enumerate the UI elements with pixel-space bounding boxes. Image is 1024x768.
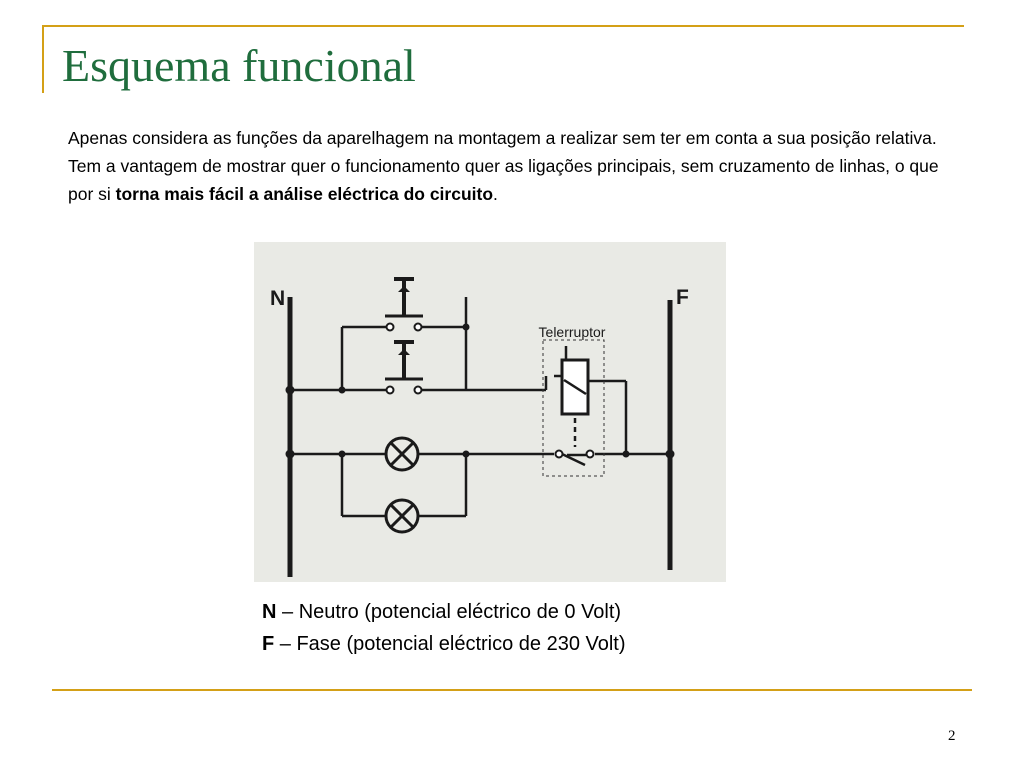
push-button-1 [385, 277, 423, 332]
body-end-text: . [493, 184, 498, 204]
legend-key: F [262, 633, 275, 655]
legend: N – Neutro (potencial eléctrico de 0 Vol… [262, 596, 626, 660]
relay-contact [554, 449, 595, 467]
circuit-wires [290, 297, 670, 518]
slide-title: Esquema funcional [62, 40, 416, 91]
legend-item-phase: F – Fase (potencial eléctrico de 230 Vol… [262, 628, 626, 660]
relay-label: Telerruptor [539, 324, 606, 340]
body-plain-text: Apenas considera as funções da aparelhag… [68, 128, 939, 204]
circuit-diagram: N F [254, 242, 726, 582]
page-number: 2 [948, 728, 956, 744]
relay-dashed-box [542, 339, 605, 477]
body-bold-text: torna mais fácil a análise eléctrica do … [115, 184, 494, 204]
neutral-label: N [270, 287, 285, 310]
diagram-background [254, 242, 726, 582]
push-button-2 [385, 340, 423, 395]
top-accent-line [42, 25, 964, 27]
lamp-1 [384, 436, 420, 472]
relay-coil [560, 358, 590, 416]
left-accent-line [42, 25, 44, 93]
legend-key: N [262, 601, 277, 623]
bottom-accent-line [52, 689, 972, 691]
legend-text: – Fase (potencial eléctrico de 230 Volt) [274, 633, 626, 655]
legend-item-neutral: N – Neutro (potencial eléctrico de 0 Vol… [262, 596, 626, 628]
lamp-2 [384, 498, 420, 534]
legend-text: – Neutro (potencial eléctrico de 0 Volt) [276, 601, 622, 623]
slide-body-text: Apenas considera as funções da aparelhag… [68, 124, 948, 208]
junction-dots [285, 323, 675, 459]
phase-label: F [676, 286, 689, 309]
